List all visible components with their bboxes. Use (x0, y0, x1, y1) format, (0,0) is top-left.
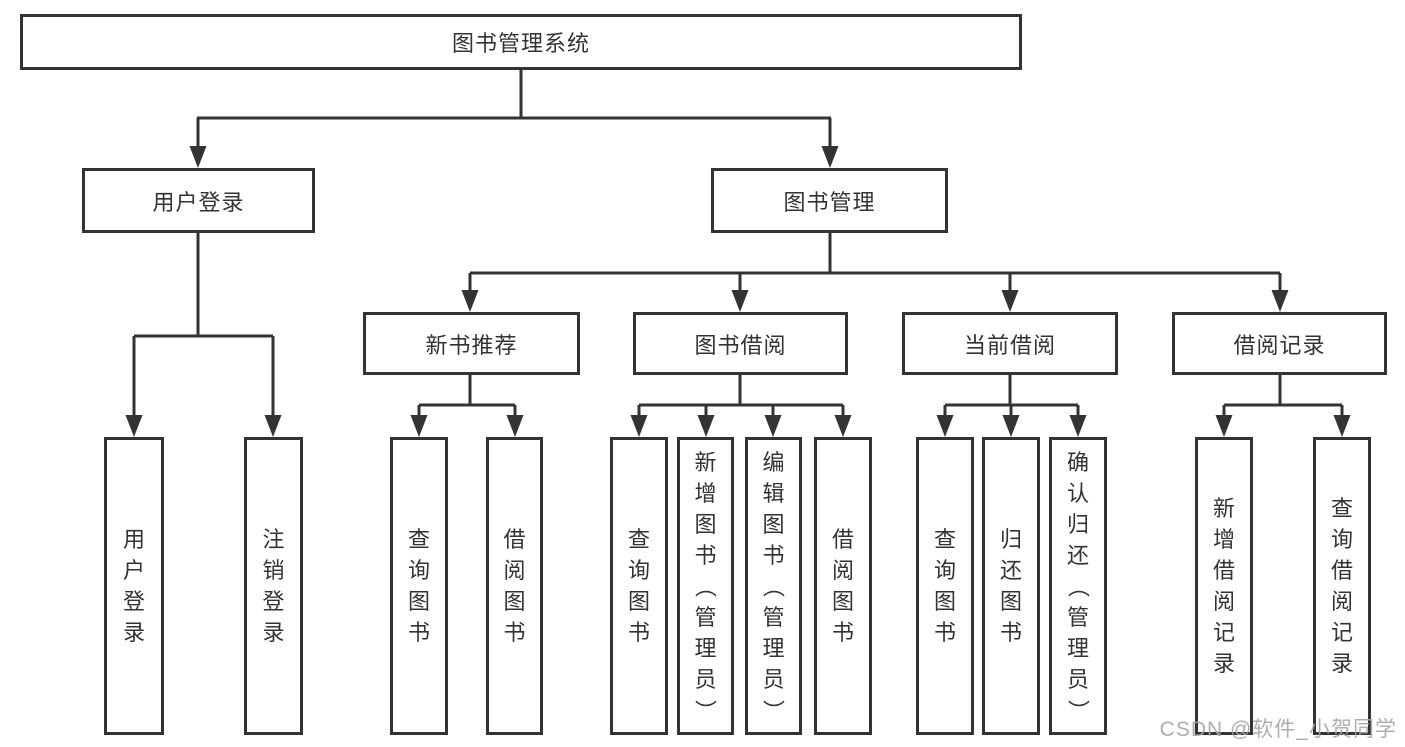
node-book-borrowing: 图书借阅 (633, 312, 848, 375)
node-book-management: 图书管理 (711, 168, 948, 233)
leaf-query-books-current: 查询图书 (916, 437, 974, 735)
leaf-add-book-admin: 新增图书（管理员） (677, 437, 734, 735)
leaf-add-borrow-record: 新增借阅记录 (1195, 437, 1253, 735)
node-new-book-recommendation: 新书推荐 (363, 312, 580, 375)
leaf-query-books-borrowing: 查询图书 (610, 437, 668, 735)
node-user-login: 用户登录 (82, 168, 315, 233)
leaf-borrow-books-recommend: 借阅图书 (486, 437, 543, 735)
leaf-query-books-recommend: 查询图书 (390, 437, 448, 735)
node-current-borrowing: 当前借阅 (902, 312, 1118, 375)
leaf-confirm-return-admin: 确认归还（管理员） (1049, 437, 1107, 735)
leaf-user-login: 用户登录 (104, 437, 164, 735)
leaf-return-books: 归还图书 (982, 437, 1040, 735)
node-borrowing-records: 借阅记录 (1172, 312, 1387, 375)
leaf-query-borrow-record: 查询借阅记录 (1313, 437, 1371, 735)
leaf-edit-book-admin: 编辑图书（管理员） (745, 437, 802, 735)
leaf-borrow-books: 借阅图书 (814, 437, 872, 735)
node-library-management-system: 图书管理系统 (20, 14, 1022, 70)
leaf-logout-login: 注销登录 (244, 437, 303, 735)
csdn-watermark: CSDN @软件_小贺同学 (1159, 718, 1397, 741)
